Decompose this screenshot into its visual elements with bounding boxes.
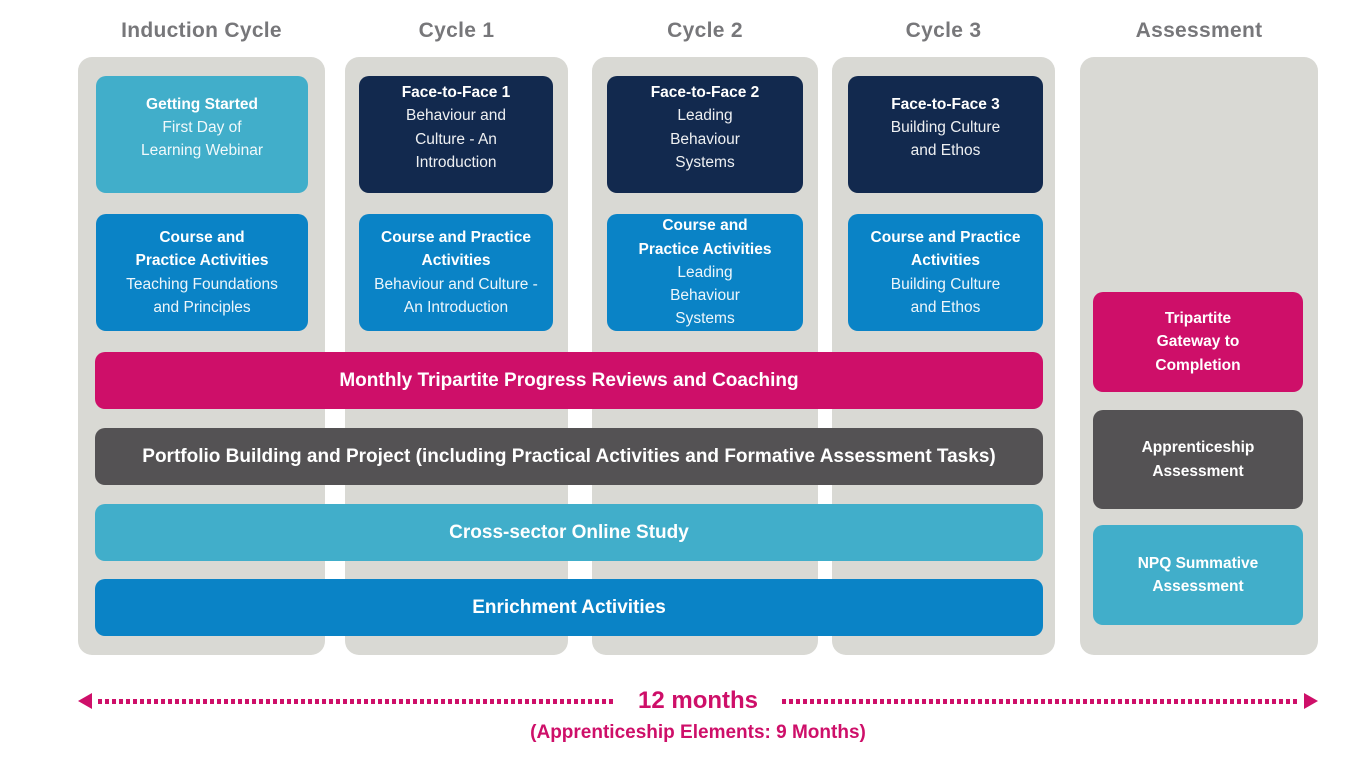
box-title: Course and Practice Activities [135,229,269,270]
bar-monthly-tripartite-reviews: Monthly Tripartite Progress Reviews and … [95,352,1043,409]
timeline-note: (Apprenticeship Elements: 9 Months) [530,722,866,743]
box-subtitle: Leading Behaviour Systems [670,107,740,171]
timeline: 12 months [78,687,1318,714]
box-course-practice-cycle-1: Course and Practice Activities Behaviour… [359,214,553,331]
box-title: Course and Practice Activities [870,229,1021,270]
box-subtitle: Building Culture and Ethos [890,118,1001,160]
column-header-cycle-2: Cycle 2 [667,19,743,42]
box-subtitle: Leading Behaviour Systems [670,263,740,328]
box-subtitle: Behaviour and Culture - An Introduction [374,275,538,316]
box-title: NPQ Summative Assessment [1137,554,1259,595]
box-face-to-face-2: Face-to-Face 2 Leading Behaviour Systems [607,76,803,193]
box-apprenticeship-assessment: Apprenticeship Assessment [1093,410,1303,509]
column-header-cycle-1: Cycle 1 [418,19,495,42]
box-course-practice-cycle-3: Course and Practice Activities Building … [848,214,1043,331]
column-header-induction-cycle: Induction Cycle [121,19,282,42]
column-header-cycle-3: Cycle 3 [905,19,982,42]
timeline-duration-label: 12 months [637,687,759,714]
box-title: Face-to-Face 3 [891,95,1000,113]
bar-label: Portfolio Building and Project (includin… [142,445,996,467]
box-course-practice-cycle-2: Course and Practice Activities Leading B… [607,214,803,331]
bar-label: Monthly Tripartite Progress Reviews and … [339,369,799,391]
bar-label: Cross-sector Online Study [449,521,689,543]
box-face-to-face-3: Face-to-Face 3 Building Culture and Etho… [848,76,1043,193]
box-title: Face-to-Face 1 [401,84,511,101]
column-header-assessment: Assessment [1135,19,1263,42]
box-course-practice-induction: Course and Practice Activities Teaching … [96,214,308,331]
box-tripartite-gateway: Tripartite Gateway to Completion [1093,292,1303,392]
box-subtitle: Teaching Foundations and Principles [126,275,278,316]
box-subtitle: Behaviour and Culture - An Introduction [406,107,506,171]
box-title: Getting Started [146,95,258,113]
box-getting-started: Getting Started First Day of Learning We… [96,76,308,193]
box-title: Face-to-Face 2 [650,84,760,101]
arrow-left-icon [78,693,92,709]
box-title: Tripartite Gateway to Completion [1155,310,1241,374]
box-face-to-face-1: Face-to-Face 1 Behaviour and Culture - A… [359,76,553,193]
box-title: Apprenticeship Assessment [1141,439,1255,480]
arrow-right-icon [1304,693,1318,709]
bar-label: Enrichment Activities [472,596,666,618]
box-title: Course and Practice Activities [381,229,531,270]
bar-portfolio-building-project: Portfolio Building and Project (includin… [95,428,1043,485]
bar-enrichment-activities: Enrichment Activities [95,579,1043,636]
box-npq-summative-assessment: NPQ Summative Assessment [1093,525,1303,625]
box-subtitle: Building Culture and Ethos [890,275,1001,316]
box-title: Course and Practice Activities [638,217,772,258]
timeline-dotted-line-right [782,698,1298,704]
bar-cross-sector-online-study: Cross-sector Online Study [95,504,1043,561]
box-subtitle: First Day of Learning Webinar [140,118,264,160]
timeline-dotted-line-left [98,698,614,704]
